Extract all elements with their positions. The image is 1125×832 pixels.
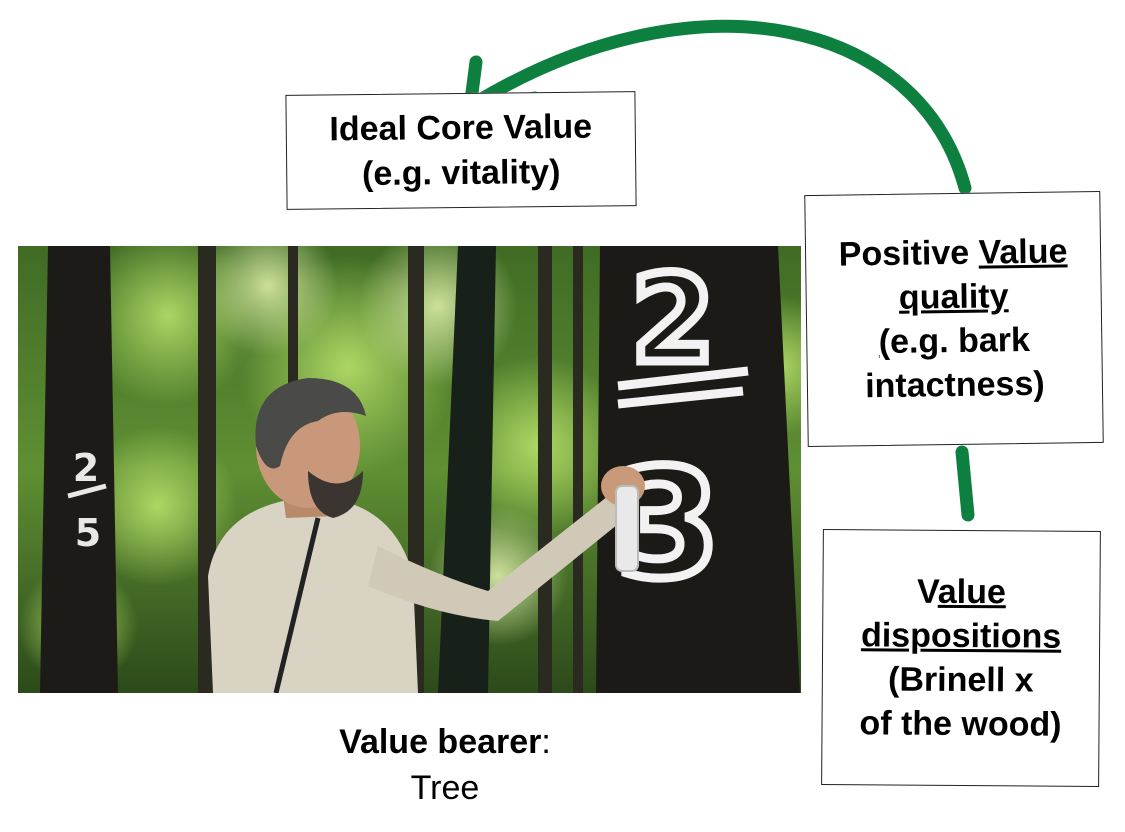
disp-underlined-alue: alue	[937, 572, 1007, 611]
connector-disp-to-quality	[955, 445, 975, 522]
quality-prefix: Positive	[838, 233, 979, 274]
disp-box-line4: of the wood)	[859, 704, 1062, 744]
ideal-core-value-box: Ideal Core Value (e.g. vitality)	[285, 91, 637, 210]
positive-value-quality-box: Positive Value quality (e.g. bark intact…	[804, 190, 1104, 448]
left-tree: 2 5	[40, 246, 118, 693]
quality-box-line3: (e.g. bark	[807, 317, 1102, 365]
left-tree-numerator: 2	[73, 446, 99, 490]
person-spraying	[208, 378, 645, 693]
disp-prefix: V	[916, 572, 938, 611]
right-tree-numerator: 2	[631, 251, 715, 390]
caption-label: Value bearer	[339, 723, 542, 761]
quality-box-line2: quality	[806, 273, 1101, 321]
value-bearer-caption: Value bearer: Tree	[220, 720, 670, 812]
disp-underlined-dispositions: dispositions	[860, 616, 1062, 656]
quality-underlined-paren: (	[878, 322, 891, 362]
caption-colon: :	[541, 723, 551, 761]
caption-line1: Value bearer:	[220, 720, 670, 766]
left-tree-denominator: 5	[75, 511, 101, 555]
caption-value: Tree	[410, 768, 480, 807]
arrow-quality-to-core	[473, 19, 972, 195]
quality-underlined-value: Value	[978, 232, 1068, 272]
disp-box-line1: Value	[823, 569, 1099, 615]
disp-box-line2: dispositions	[823, 613, 1099, 659]
value-dispositions-box: Value dispositions (Brinell x of the woo…	[821, 529, 1101, 787]
core-box-line2: (e.g. vitality)	[361, 152, 561, 193]
quality-box-line4: intactness)	[864, 364, 1045, 406]
quality-line3-rest: e.g. bark	[889, 320, 1031, 361]
core-box-line1: Ideal Core Value	[329, 107, 593, 149]
quality-box-line1: Positive Value	[806, 229, 1101, 277]
disp-box-line3: (Brinell x	[887, 660, 1034, 700]
forest-photo: 2 5 2 3	[18, 246, 801, 693]
quality-underlined-quality: quality	[898, 277, 1009, 317]
